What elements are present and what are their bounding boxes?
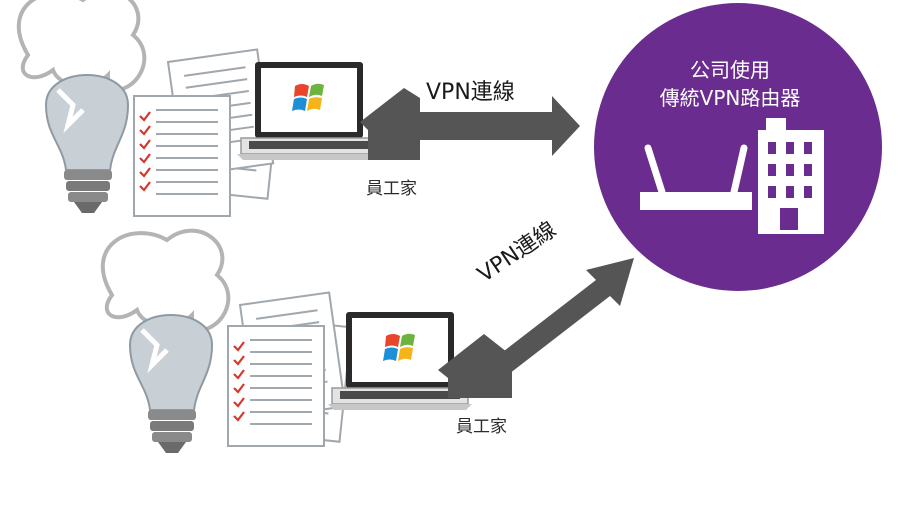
vpn-arrow-bottom xyxy=(482,258,634,384)
router-icon xyxy=(640,144,752,210)
company-label-line1: 公司使用 xyxy=(690,58,770,82)
office-building-icon xyxy=(758,118,824,234)
house-icon xyxy=(360,88,420,160)
house-icon xyxy=(438,334,512,398)
employee-home-label-top: 員工家 xyxy=(366,179,417,199)
lightbulb-icon xyxy=(19,0,145,213)
vpn-arrow-top xyxy=(400,96,580,156)
employee-group-bottom xyxy=(103,231,512,453)
employee-home-label-bottom: 員工家 xyxy=(456,417,507,437)
vpn-label-top: VPN連線 xyxy=(426,80,515,105)
company-label-line2: 傳統VPN路由器 xyxy=(659,86,801,110)
checklist-document-icon xyxy=(132,94,232,218)
lightbulb-icon xyxy=(103,231,229,453)
laptop-icon xyxy=(236,61,382,161)
employee-group-top xyxy=(19,0,420,218)
company-circle xyxy=(594,3,882,291)
checklist-document-icon xyxy=(226,324,326,448)
